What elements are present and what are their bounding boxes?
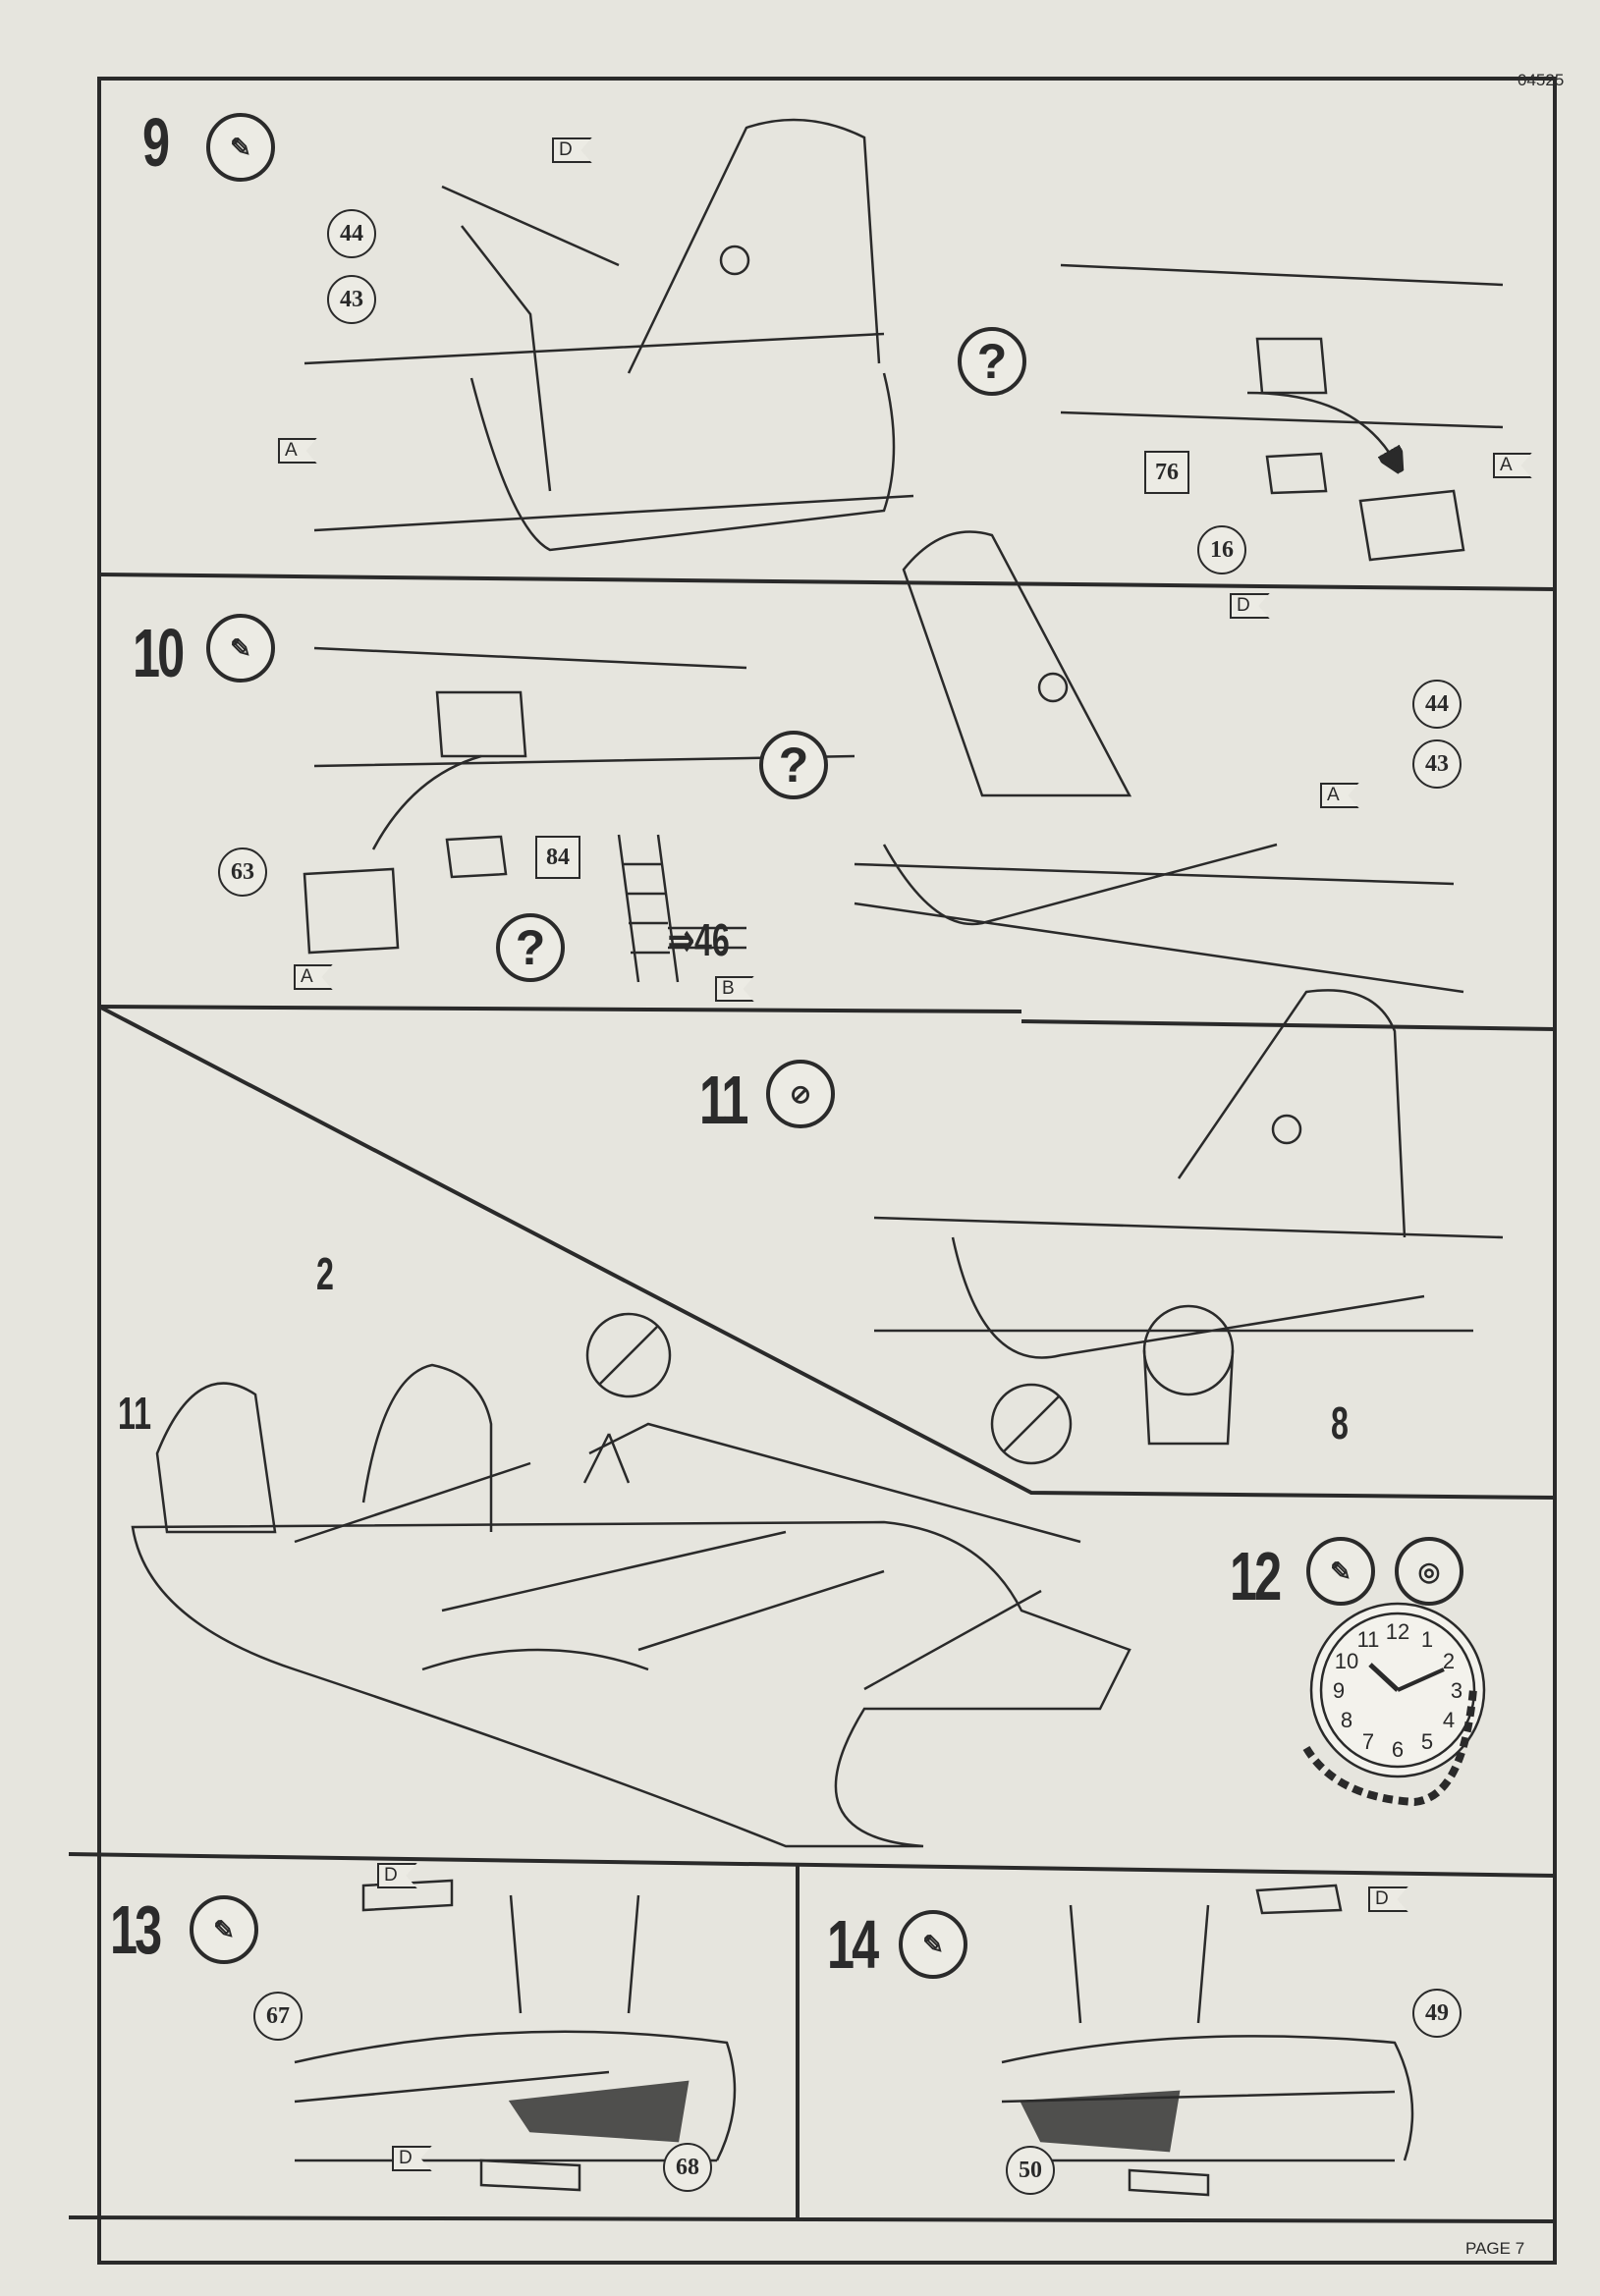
page-number: PAGE 7 (1465, 2239, 1525, 2258)
clock-numeral: 12 (1385, 1619, 1410, 1644)
clock-numeral: 10 (1334, 1649, 1359, 1673)
catalog-number: 04525 (1517, 71, 1565, 89)
part-68: 68 (663, 2143, 712, 2192)
step-10-number: 10 (133, 615, 185, 691)
part-8-label: 8 (1331, 1397, 1349, 1449)
part-16: 16 (1197, 525, 1246, 574)
step11-aircraft (131, 1312, 1131, 1848)
reference-step: 46 (693, 914, 730, 965)
part-43: 43 (1412, 739, 1462, 789)
step-9-number: 9 (142, 104, 170, 181)
step12-clock-icon (1302, 1602, 1486, 1807)
step-13-number: 13 (110, 1891, 162, 1968)
tape-icon: ◎ (1395, 1537, 1463, 1606)
clock-numeral: 3 (1450, 1678, 1463, 1703)
step9-fuselage (303, 118, 1504, 562)
glue-tube-icon: ✎ (206, 614, 275, 683)
part-84: 84 (535, 836, 580, 879)
clock-numeral: 7 (1361, 1728, 1375, 1754)
variant-question-icon: ? (496, 913, 565, 982)
panel-frames (68, 77, 1557, 2265)
step10-fuselage (303, 530, 1464, 994)
reference-arrow-46: ⇒46 (668, 913, 730, 966)
step14-fuselage (1001, 1884, 1414, 2197)
step-11-number: 11 (699, 1062, 748, 1138)
clock-numeral: 1 (1420, 1627, 1434, 1653)
clock-numeral: 4 (1442, 1708, 1456, 1732)
step-12-number: 12 (1230, 1538, 1282, 1614)
clock-numeral: 2 (1442, 1649, 1456, 1673)
step11-fuselage (873, 989, 1504, 1465)
part-11-label: 11 (118, 1388, 152, 1439)
glue-tube-icon: ✎ (1306, 1537, 1375, 1606)
tag-D: D (1368, 1886, 1408, 1912)
part-43: 43 (327, 275, 376, 324)
step-14-number: 14 (827, 1906, 879, 1983)
part-50: 50 (1006, 2146, 1055, 2195)
part-44: 44 (1412, 680, 1462, 729)
clock-numeral: 6 (1391, 1737, 1405, 1762)
part-76: 76 (1144, 451, 1189, 494)
part-44: 44 (327, 209, 376, 258)
variant-question-icon: ? (958, 327, 1026, 396)
part-2-label: 2 (316, 1248, 334, 1299)
clock-numeral: 5 (1420, 1728, 1434, 1754)
clock-numeral: 11 (1356, 1627, 1380, 1653)
glue-tube-icon: ✎ (190, 1895, 258, 1964)
no-glue-icon: ⊘ (766, 1060, 835, 1128)
glue-tube-icon: ✎ (899, 1910, 967, 1979)
part-63: 63 (218, 847, 267, 897)
clock-numeral: 8 (1340, 1708, 1353, 1732)
part-49: 49 (1412, 1989, 1462, 2038)
step13-fuselage (294, 1879, 737, 2192)
part-67: 67 (253, 1992, 303, 2041)
variant-question-icon: ? (759, 731, 828, 799)
glue-tube-icon: ✎ (206, 113, 275, 182)
arrow-icon: ⇒ (668, 914, 694, 965)
clock-numeral: 9 (1332, 1678, 1346, 1703)
